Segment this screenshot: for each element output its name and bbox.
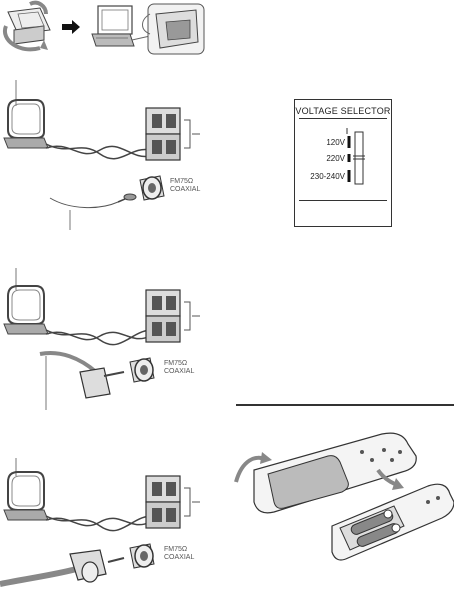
antenna-assembly-illustration [2,0,205,55]
voltage-selector-title: VOLTAGE SELECTOR [295,106,391,116]
coax-label-line1: FM75Ω [170,178,194,185]
coax-label: FM75Ω COAXIAL [164,360,194,376]
right-arrow-icon [62,20,80,34]
divider [299,200,387,201]
coax-label-line1: FM75Ω [164,360,188,367]
divider [299,118,387,119]
coax-label-line2: COAXIAL [164,368,195,375]
fm-wire-antenna-illustration [3,80,200,230]
voltage-switch-graphic [346,128,365,185]
coax-label-line2: COAXIAL [170,186,201,193]
remote-battery-figure [232,430,454,570]
section-rule [236,404,454,406]
connection-diagram-coax: FM75Ω COAXIAL [0,458,220,594]
fm-coax-antenna-illustration [0,458,200,587]
fm-cable-antenna-illustration [3,268,200,410]
connection-diagram-cable: FM75Ω COAXIAL [0,268,220,413]
voltage-option-220: 220V [326,154,345,163]
coax-label-line1: FM75Ω [164,546,188,553]
voltage-option-230-240: 230-240V [310,172,345,181]
antenna-assembly-figure [0,0,215,60]
voltage-option-120: 120V [326,138,345,147]
coax-label: FM75Ω COAXIAL [170,178,200,194]
coax-label: FM75Ω COAXIAL [164,546,194,562]
coax-label-line2: COAXIAL [164,554,195,561]
remote-battery-illustration [234,432,454,561]
connection-diagram-wire: FM75Ω COAXIAL [0,80,220,230]
voltage-selector-panel: VOLTAGE SELECTOR 120V 220V 230-240V [294,99,392,227]
